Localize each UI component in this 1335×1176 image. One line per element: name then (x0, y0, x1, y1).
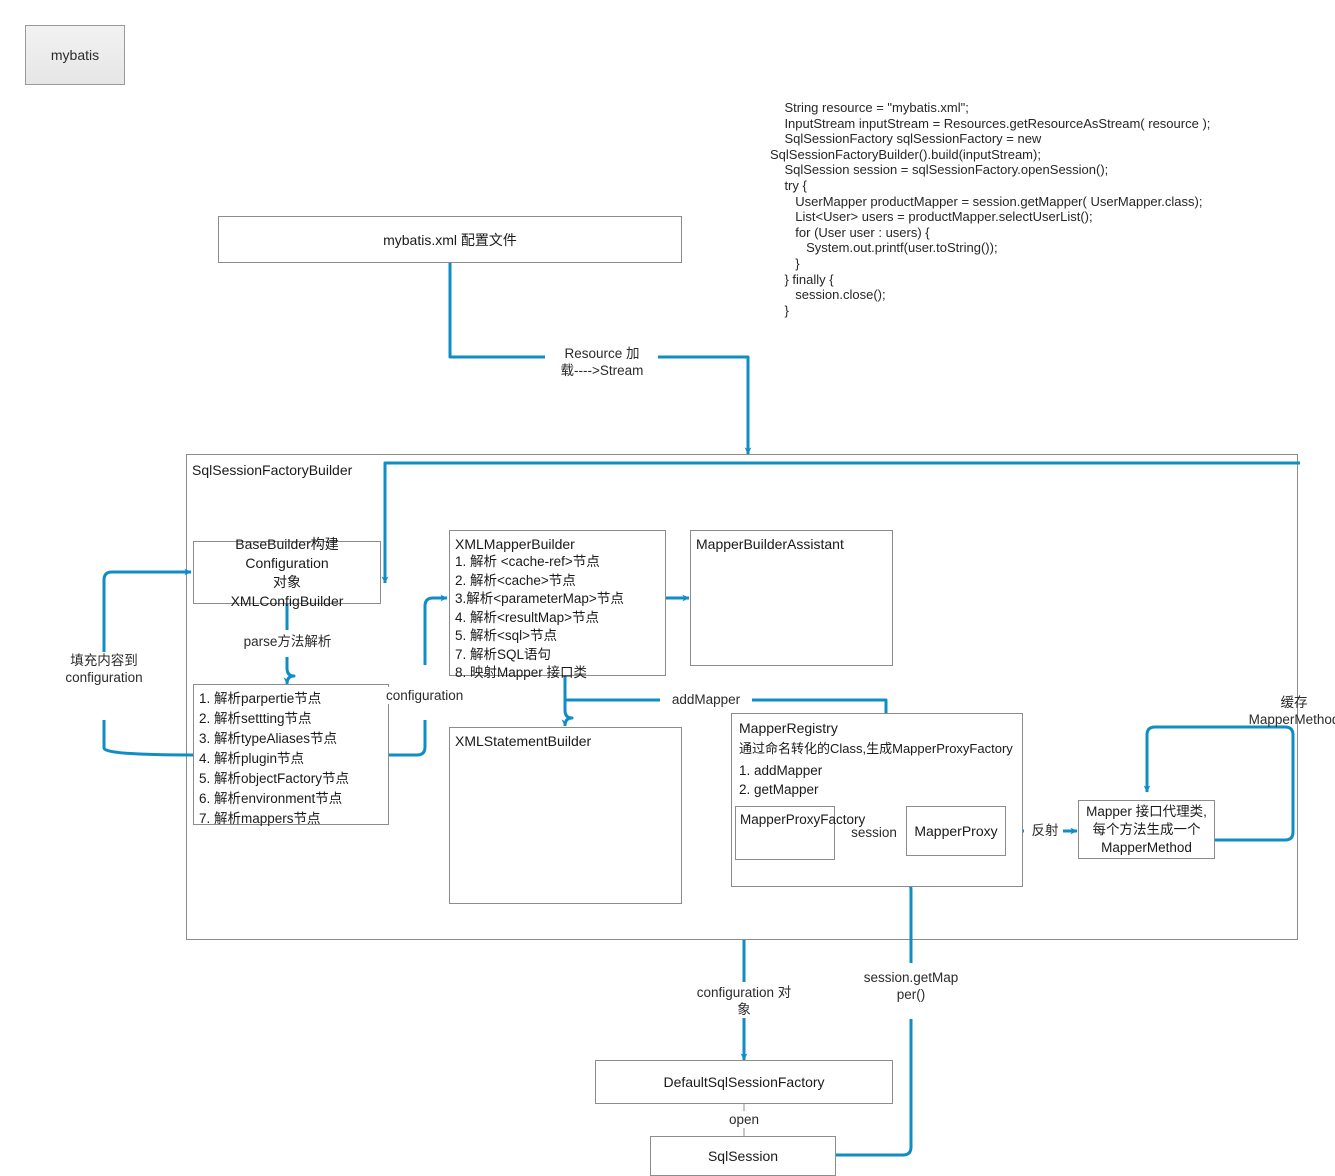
defaultsqlsessionfactory-box: DefaultSqlSessionFactory (595, 1060, 893, 1104)
parse-list-items: 1. 解析parpertie节点 2. 解析settting节点 3. 解析type… (199, 689, 383, 829)
mybatis-xml-box: mybatis.xml 配置文件 (218, 216, 682, 263)
edge-label-parse-method: parse方法解析 (225, 633, 350, 650)
basebuilder-line: BaseBuilder构建Configuration (235, 535, 339, 571)
edge-label-addmapper: addMapper (661, 691, 751, 708)
mapper-proxy-class-line: Mapper 接口代理类, (1086, 803, 1207, 819)
mapper-proxy-class-box: Mapper 接口代理类, 每个方法生成一个 MapperMethod (1078, 800, 1215, 859)
xmlmapperbuilder-item: 2. 解析<cache>节点 (455, 572, 576, 588)
parse-list-box: 1. 解析parpertie节点 2. 解析settting节点 3. 解析type… (193, 684, 389, 826)
parse-list-item: 3. 解析typeAliases节点 (199, 731, 338, 746)
xmlmapperbuilder-title: XMLMapperBuilder (455, 536, 575, 552)
edge-label-cache-mapper-method: 缓存 MapperMethod (1248, 695, 1335, 727)
mapper-proxy-class-line: MapperMethod (1101, 839, 1192, 855)
parse-list-item: 4. 解析plugin节点 (199, 751, 305, 766)
xmlmapperbuilder-item: 1. 解析 <cache-ref>节点 (455, 554, 600, 569)
mapperproxyfactory-label: MapperProxyFactory (740, 812, 866, 827)
parse-list-item: 1. 解析parpertie节点 (199, 691, 322, 706)
mapperbuilderassistant-title: MapperBuilderAssistant (696, 536, 844, 552)
mybatis-xml-label: mybatis.xml 配置文件 (383, 231, 517, 248)
sqlsession-box: SqlSession (650, 1136, 836, 1176)
mapperproxy-box: MapperProxy (906, 806, 1006, 856)
parse-list-item: 6. 解析environment节点 (199, 791, 343, 806)
mapper-proxy-class-lines: Mapper 接口代理类, 每个方法生成一个 MapperMethod (1086, 803, 1207, 857)
usage-code-snippet: String resource = "mybatis.xml"; InputSt… (770, 100, 1211, 318)
basebuilder-box: BaseBuilder构建Configuration 对象 XMLConfigBui… (193, 536, 381, 609)
mapperregistry-item: 2. getMapper (739, 782, 819, 797)
mapperregistry-subtitle: 通过命名转化的Class,生成MapperProxyFactory (739, 741, 1013, 756)
mapper-proxy-class-line: 每个方法生成一个 (1092, 821, 1201, 837)
xmlmapperbuilder-item: 8. 映射Mapper 接口类 (455, 665, 588, 680)
sqlsession-label: SqlSession (707, 1148, 779, 1164)
xmlstatementbuilder-box: XMLStatementBuilder (449, 727, 682, 904)
sqlsessionfactorybuilder-container (186, 454, 1298, 940)
mybatis-tab[interactable]: mybatis (25, 25, 125, 85)
parse-list-item: 5. 解析objectFactory节点 (199, 771, 350, 786)
parse-list-item: 2. 解析settting节点 (199, 711, 312, 726)
edge-label-configuration-object: configuration 对 象 (684, 984, 804, 1018)
mapperproxyfactory-box: MapperProxyFactory (735, 806, 865, 860)
mapperbuilderassistant-box: MapperBuilderAssistant (690, 530, 893, 666)
xmlmapperbuilder-item: 3.解析<parameterMap>节点 (455, 591, 624, 606)
sqlsessionfactorybuilder-title: SqlSessionFactoryBuilder (192, 462, 353, 478)
edge-label-session-getmapper: session.getMap per() (851, 969, 971, 1003)
basebuilder-line: XMLConfigBuilder (230, 592, 344, 609)
mapperregistry-items: 1. addMapper 2. getMapper (739, 761, 1015, 799)
xmlmapperbuilder-item: 7. 解析SQL语句 (455, 646, 552, 662)
wire-resource-load-b (658, 355, 752, 455)
edge-label-fill-configuration: 填充内容到 configuration (38, 652, 170, 686)
xmlmapperbuilder-items: 1. 解析 <cache-ref>节点 2. 解析<cache>节点 3.解析<pa… (455, 553, 660, 683)
xmlstatementbuilder-title: XMLStatementBuilder (455, 733, 592, 749)
basebuilder-line: 对象 (273, 573, 301, 590)
edge-label-reflection: 反射 (1027, 822, 1063, 839)
parse-list-item: 7. 解析mappers节点 (199, 811, 321, 826)
wire-resource-load-a (448, 263, 545, 359)
edge-label-open: open (706, 1111, 782, 1128)
defaultsqlsessionfactory-label: DefaultSqlSessionFactory (663, 1074, 825, 1090)
xmlmapperbuilder-item: 5. 解析<sql>节点 (455, 628, 558, 643)
session-label: session (851, 825, 897, 840)
mapperproxy-label: MapperProxy (914, 823, 998, 839)
edge-label-configuration: configuration (386, 687, 480, 704)
mapperregistry-title: MapperRegistry (739, 720, 838, 736)
mapperregistry-item: 1. addMapper (739, 763, 823, 778)
wire-fill-configuration (102, 720, 194, 757)
mybatis-tab-label: mybatis (50, 47, 100, 63)
mapperregistry-box: MapperRegistry 通过命名转化的Class,生成MapperProx… (731, 713, 1023, 887)
basebuilder-lines: BaseBuilder构建Configuration 对象 XMLConfigBui… (194, 535, 380, 611)
edge-label-resource-load: Resource 加 载---->Stream (546, 345, 658, 379)
xmlmapperbuilder-item: 4. 解析<resultMap>节点 (455, 609, 600, 625)
xmlmapperbuilder-box: XMLMapperBuilder 1. 解析 <cache-ref>节点 2. 解… (449, 530, 666, 680)
